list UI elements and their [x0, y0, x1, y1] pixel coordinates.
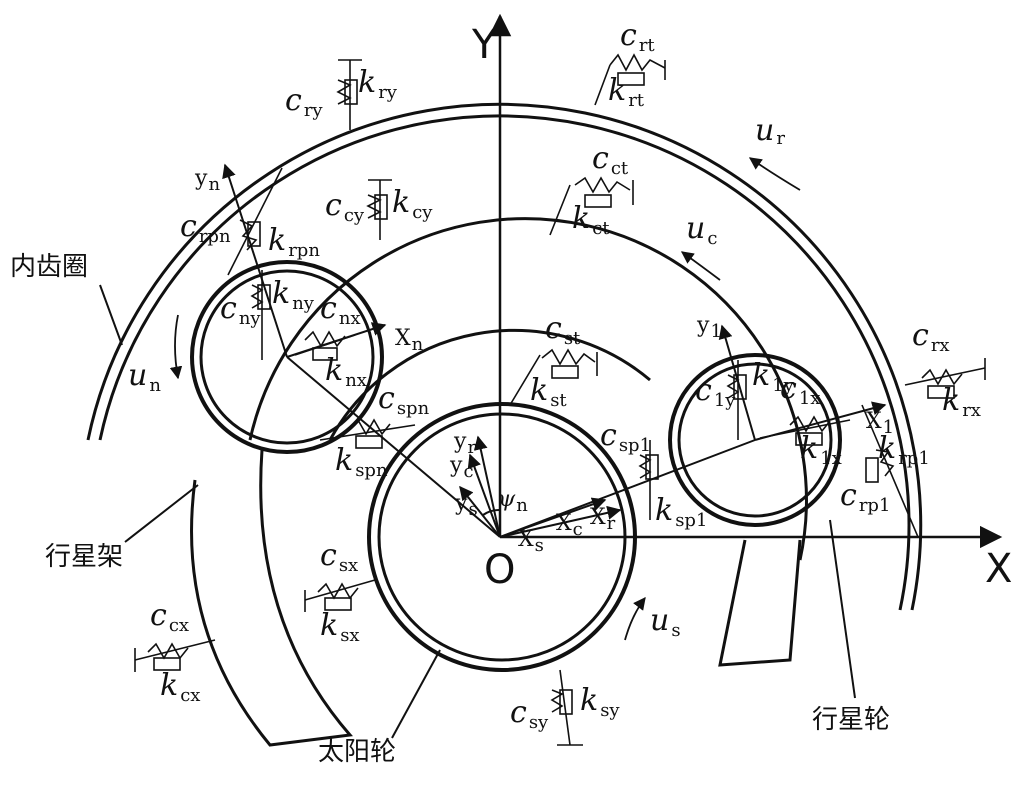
- ys-label: ys: [454, 491, 478, 520]
- ring-gear-leader: [99, 284, 123, 346]
- y-axis-label: Y: [471, 22, 497, 68]
- xr-arrow: [499, 505, 622, 538]
- spring-damper-spn: [319, 418, 416, 449]
- xc-label: Xc: [556, 511, 583, 540]
- spring-damper-sp1: [638, 440, 659, 520]
- spring-damper-ct: [549, 176, 634, 236]
- planet-gear-label: 行星轮: [812, 705, 890, 735]
- planet-gear-n: [190, 260, 384, 454]
- yn-label: yn: [194, 166, 220, 195]
- spring-damper-cx: [134, 639, 216, 672]
- spring-damper-rt: [594, 53, 666, 106]
- carrier-lower-arc: [328, 328, 651, 441]
- sun-gear-leader: [391, 649, 441, 739]
- spring-damper-sx: [304, 579, 376, 612]
- ring-gear-inner-arc: [98, 114, 911, 611]
- yr-label: yr: [453, 429, 476, 458]
- spring-damper-rp1: [861, 404, 919, 538]
- psi-n-angle-arc: [482, 508, 501, 516]
- ys-arrow: [459, 485, 501, 538]
- 1-link-line: [499, 439, 756, 538]
- carrier-left-arm: [190, 449, 353, 747]
- ring-gear-label: 内齿圈: [10, 252, 88, 282]
- spring-damper-cy: [366, 179, 392, 240]
- yc-arrow: [467, 453, 501, 538]
- y1-label: y1: [696, 313, 722, 342]
- us-rotation-arrow: [624, 596, 646, 641]
- spring-damper-rx: [904, 358, 986, 399]
- un-rotation-arrow: [169, 314, 183, 380]
- carrier-label: 行星架: [45, 542, 123, 572]
- x-axis-label: X: [985, 546, 1012, 592]
- spring-damper-nx: [294, 330, 356, 361]
- spring-damper-st: [509, 348, 598, 406]
- ur-rotation-arrow: [748, 157, 801, 191]
- carrier-leader: [124, 484, 199, 543]
- spring-damper-sy: [550, 669, 583, 746]
- x1-label: X1: [866, 409, 894, 438]
- carrier-upper-arc: [248, 217, 808, 561]
- spring-damper-1y: [726, 360, 747, 440]
- planet-gear-1: [668, 353, 842, 527]
- spring-damper-rpn: [227, 167, 283, 276]
- xs-label: Xs: [518, 527, 544, 556]
- ring-gear-outer-arc: [86, 102, 923, 611]
- yr-arrow: [473, 435, 501, 538]
- spring-damper-ry: [336, 59, 362, 130]
- yn-arrow: [222, 163, 288, 358]
- psi-n-label: ψn: [498, 487, 528, 516]
- spring-damper-1x: [759, 415, 851, 446]
- sun-gear-label: 太阳轮: [318, 737, 396, 767]
- n-link-line: [286, 356, 501, 538]
- spring-damper-ny: [250, 270, 271, 360]
- xr-label: Xr: [590, 505, 616, 534]
- planet-gear-leader: [829, 519, 856, 699]
- origin-label: O: [484, 547, 515, 593]
- yc-label: yc: [449, 453, 474, 482]
- uc-rotation-arrow: [680, 251, 721, 281]
- carrier-right-arm: [718, 539, 802, 667]
- xn-label: Xn: [395, 326, 424, 355]
